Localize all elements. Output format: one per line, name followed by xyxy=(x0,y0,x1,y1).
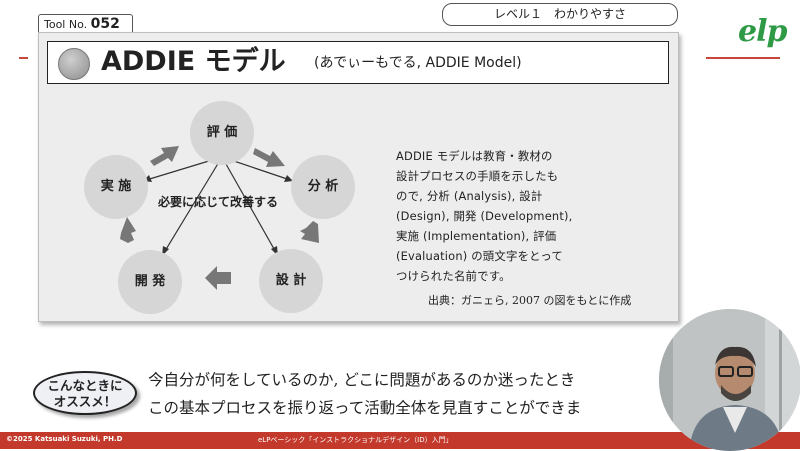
improvement-label: 必要に応じて改善する xyxy=(158,195,279,209)
arrow-analysis-to-design-icon xyxy=(300,221,319,243)
title-bullet-icon xyxy=(58,48,90,80)
description-line: 設計プロセスの手順を示したも xyxy=(396,169,559,183)
tool-label: Tool No. xyxy=(44,18,88,31)
description-line: つけられた名前です。 xyxy=(396,269,511,283)
presenter-video-image xyxy=(659,309,800,451)
recommend-line-2: オススメ！ xyxy=(53,394,117,409)
elp-logo: elp xyxy=(738,14,787,49)
line-to-development xyxy=(161,156,223,257)
recommend-text-line-1: 今自分が何をしているのか, どこに問題があるのか迷ったとき xyxy=(148,371,576,389)
tool-number: 052 xyxy=(90,16,120,32)
node-development: 開 発 xyxy=(118,250,182,314)
arrow-implementation-to-evaluation-icon xyxy=(150,146,179,166)
line-to-design xyxy=(221,156,279,257)
description-line: ADDIE モデルは教育・教材の xyxy=(396,149,553,163)
source-citation: 出典：ガニェら, 2007 の図をもとに作成 xyxy=(428,294,632,307)
level-box: レベル１ わかりやすさ xyxy=(442,3,678,26)
node-design: 設 計 xyxy=(259,249,323,313)
footer-copyright: ©2025 Katsuaki Suzuki, PH.D xyxy=(6,435,123,443)
header-rule-right xyxy=(706,57,780,59)
level-label: レベル１ わかりやすさ xyxy=(493,7,626,21)
title-box: ADDIE モデル (あでぃーもでる, ADDIE Model) xyxy=(47,41,669,84)
slide-title: ADDIE モデル xyxy=(101,46,286,77)
description-line: 実施 (Implementation), 評価 xyxy=(396,229,557,243)
description-line: (Design), 開発 (Development), xyxy=(396,209,573,223)
cycle-arrows xyxy=(120,146,319,290)
arrow-development-to-implementation-icon xyxy=(120,217,136,243)
arrow-evaluation-to-analysis-icon xyxy=(253,148,285,167)
node-evaluation: 評 価 xyxy=(190,101,254,165)
node-analysis: 分 析 xyxy=(291,155,355,219)
recommend-text-line-2: この基本プロセスを振り返って活動全体を見直すことができま xyxy=(148,399,582,417)
footer-course-title: eLPベーシック「インストラクショナルデザイン（ID）入門」 xyxy=(258,436,453,444)
node-implementation: 実 施 xyxy=(84,155,148,219)
description-line: ので, 分析 (Analysis), 設計 xyxy=(396,189,543,203)
presenter-webcam xyxy=(659,309,800,451)
footer-bar: ©2025 Katsuaki Suzuki, PH.D eLPベーシック「インス… xyxy=(0,432,800,449)
arrowhead-analysis-icon xyxy=(284,175,293,182)
arrow-design-to-development-icon xyxy=(205,266,231,290)
description-line: (Evaluation) の頭文字をとって xyxy=(396,249,564,263)
slide-subtitle: (あでぃーもでる, ADDIE Model) xyxy=(314,55,522,71)
tool-number-tab: Tool No. 052 xyxy=(38,14,133,32)
description-text: ADDIE モデルは教育・教材の 設計プロセスの手順を示したも ので, 分析 (… xyxy=(396,146,616,286)
recommend-line-1: こんなときに xyxy=(47,378,123,393)
header-rule-left xyxy=(19,57,28,59)
recommend-badge: こんなときに オススメ！ xyxy=(33,371,137,415)
